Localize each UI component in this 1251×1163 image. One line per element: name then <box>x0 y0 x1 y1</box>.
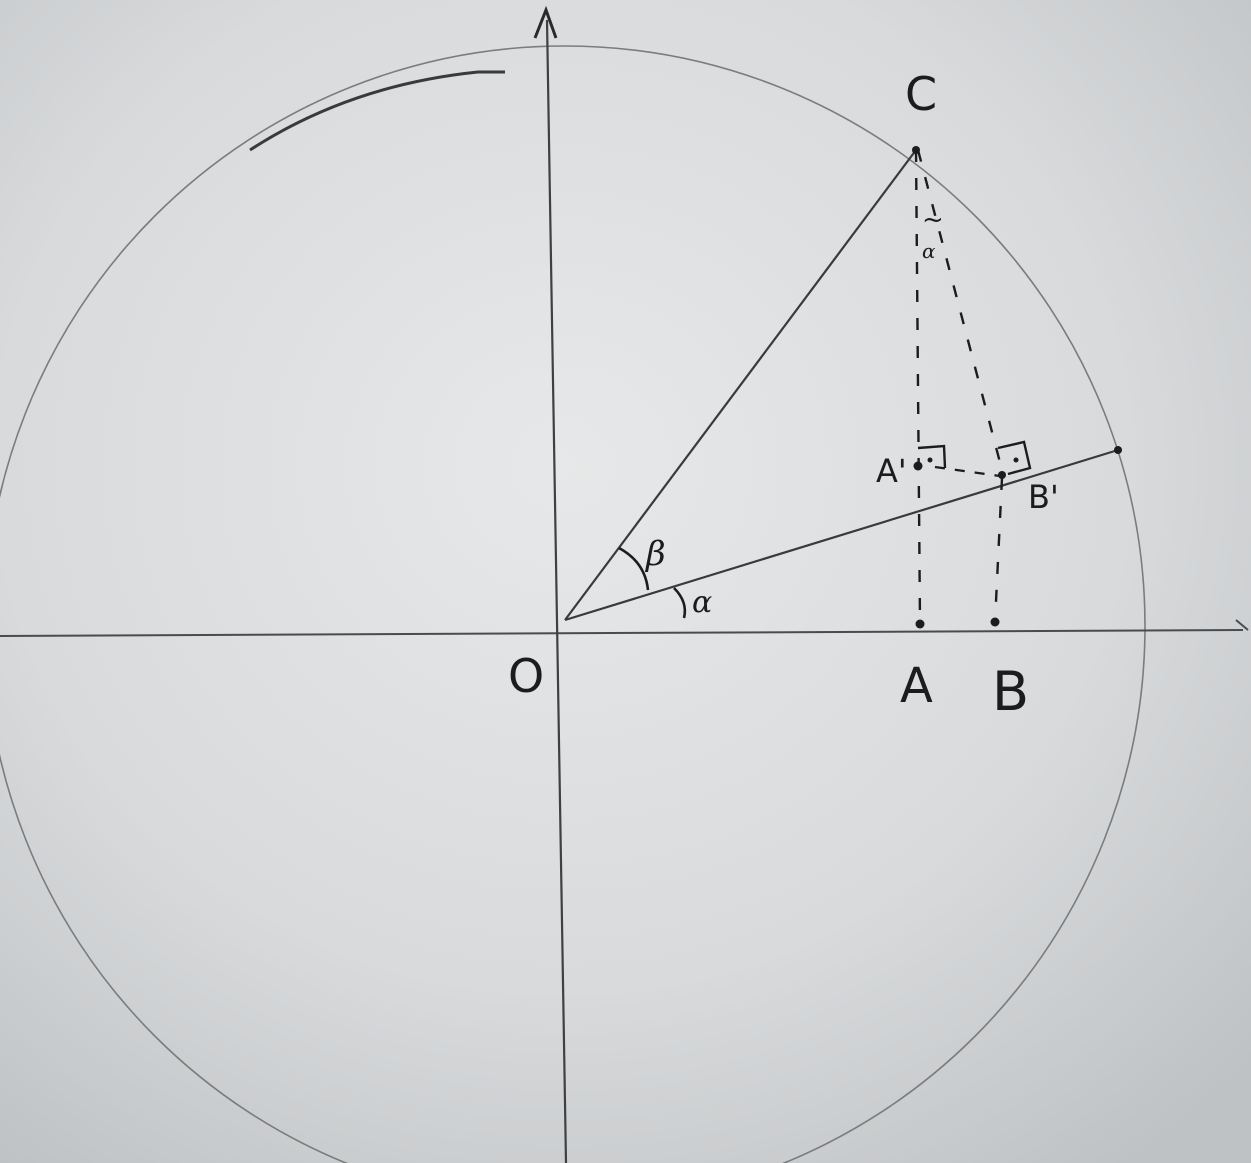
dashed-b-prime-to-b <box>993 477 1004 623</box>
label-a-prime: A' <box>876 452 907 490</box>
point-b-dot <box>990 617 1000 627</box>
label-c: C <box>905 67 937 121</box>
label-alpha: α <box>692 585 712 620</box>
angle-arc-beta <box>618 546 650 591</box>
ray-ob-prime <box>564 448 1119 622</box>
point-c-dot <box>912 146 920 154</box>
right-angle-marker-b-prime <box>997 440 1032 476</box>
label-b: B <box>992 660 1029 723</box>
point-a-prime-dot <box>913 461 923 471</box>
circle-overdraw-arc <box>249 70 505 152</box>
label-alpha-at-c: α <box>922 239 936 263</box>
x-axis-arrow <box>1235 619 1249 631</box>
x-axis <box>0 629 1244 637</box>
angle-arc-alpha <box>673 587 687 619</box>
ray-oc <box>564 149 917 621</box>
right-angle-dot-b-prime <box>1013 457 1019 463</box>
label-beta: β <box>644 534 666 574</box>
dashed-c-to-a <box>914 149 922 623</box>
point-b-prime-dot <box>998 471 1006 479</box>
point-a-dot <box>915 619 925 629</box>
label-tilde: ~ <box>922 205 944 235</box>
label-a: A <box>900 658 933 714</box>
label-b-prime: B' <box>1028 478 1059 516</box>
right-angle-dot-a-prime <box>927 457 933 463</box>
unit-circle <box>0 45 1146 1163</box>
right-angle-marker-a-prime <box>917 444 947 469</box>
y-axis <box>545 19 568 1163</box>
label-origin: O <box>508 649 544 703</box>
ray-end-point <box>1114 446 1122 454</box>
y-axis-arrow <box>533 5 558 39</box>
